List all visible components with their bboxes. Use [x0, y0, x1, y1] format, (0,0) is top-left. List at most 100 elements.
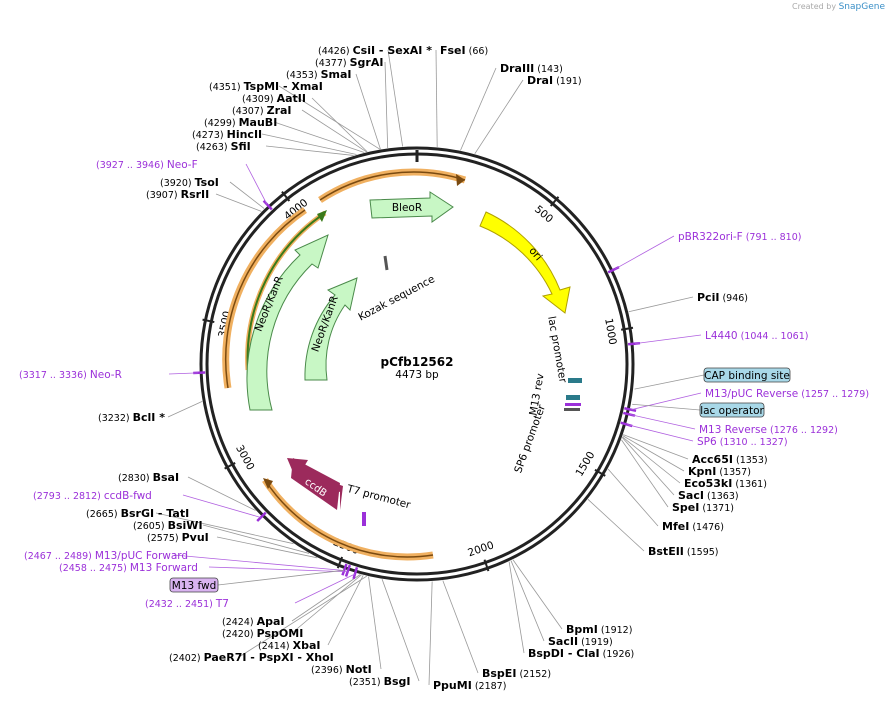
cutter-leader: [621, 439, 669, 508]
backbone-outer: [199, 146, 635, 582]
snapgene-credit: Created by SnapGene: [792, 2, 885, 12]
cutter-label: SacI (1363): [678, 489, 739, 502]
cutter-label: DraI (191): [527, 74, 582, 87]
cutter-leader: [387, 49, 404, 147]
cutter-label: BspEI (2152): [482, 667, 551, 680]
orange-arc-top-core: [319, 171, 466, 201]
orange-arc-left-core: [224, 209, 306, 389]
cutter-leader: [202, 524, 310, 554]
tick-label: 500: [532, 203, 555, 225]
cutter-leader: [460, 67, 497, 151]
cutter-label: PciI (946): [697, 291, 748, 304]
cutter-label: SacII (1919): [548, 635, 613, 648]
primer-label: pBR322ori-F (791 .. 810): [678, 231, 801, 243]
cutter-label: (2396) NotI: [311, 663, 372, 676]
primer-leader: [635, 334, 702, 345]
cutter-leader: [368, 576, 382, 670]
cutter-label: (4426) CsiI - SexAI *: [318, 44, 432, 57]
cutter-leader: [607, 468, 659, 527]
cutter-label: (2402) PaeR7I - PspXI - XhoI: [169, 651, 334, 664]
cutter-label: Eco53kI (1361): [684, 477, 767, 490]
tick-mark: [483, 559, 490, 572]
lac-promoter-label: lac promoter: [545, 315, 569, 384]
plasmid-length: 4473 bp: [395, 369, 439, 381]
primer-leader: [294, 573, 356, 604]
orange-arc-top-head: [456, 174, 465, 186]
neo-line-head: [317, 210, 327, 222]
t7-promoter-label: T7 promoter: [345, 483, 413, 512]
orange-arc-bottom-head: [263, 478, 273, 489]
primer-label: (2467 .. 2489) M13/pUC Forward: [24, 550, 188, 562]
cutter-leader: [587, 499, 645, 552]
kozak-marker: [383, 255, 389, 271]
cutter-label: BspDI - ClaI (1926): [528, 647, 634, 660]
tick-mark: [224, 462, 236, 470]
cutter-label: (2605) BsiWI: [133, 519, 203, 532]
lac-op-block: [566, 395, 580, 400]
cutter-leader: [265, 145, 354, 156]
tick-label: 1000: [602, 317, 618, 345]
cutter-leader: [512, 559, 563, 630]
cutter-label: (4307) ZraI: [232, 104, 292, 117]
boxed-label-bg: [703, 367, 791, 383]
boxed-label: lac operator: [700, 405, 764, 417]
cutter-label: (3907) RsrII: [146, 188, 209, 201]
cutter-label: BstEII (1595): [648, 545, 719, 558]
box-leader: [217, 569, 344, 586]
primer-label: (2793 .. 2812) ccdB-fwd: [33, 490, 152, 502]
cutter-label: FseI (66): [440, 44, 488, 57]
cutter-leader: [628, 296, 694, 313]
label-layer: FseI (66) DraIII (143)DraI (191) PciI (946…: [19, 44, 869, 692]
primer-mark: [341, 563, 348, 576]
cutter-label: SpeI (1371): [672, 501, 734, 514]
cutter-label: (4377) SgrAI: [315, 56, 383, 69]
neo-line: [246, 212, 326, 371]
sp6-block: [564, 408, 580, 411]
cutter-leader: [435, 49, 438, 147]
cutter-leader: [327, 575, 364, 646]
feature-neor-outer: [246, 234, 329, 411]
cutter-label: (4299) MauBI: [204, 116, 277, 129]
cutter-label: DraIII (143): [500, 62, 563, 75]
orange-arc-bottom-core: [264, 479, 434, 558]
primer-label: (3927 .. 3946) Neo-F: [96, 159, 198, 171]
cutter-leader: [261, 133, 357, 155]
primer-leader: [208, 566, 348, 573]
primer-mark: [262, 199, 273, 211]
cutter-leader: [291, 574, 362, 634]
cap-block: [568, 378, 582, 383]
feature-bleor-label: BleoR: [392, 202, 422, 214]
boxed-label: M13 fwd: [172, 580, 217, 592]
cutter-label: (4351) TspMI - XmaI: [209, 80, 323, 93]
m13rev-block: [565, 403, 581, 406]
primer-leader: [245, 163, 268, 205]
cutter-label: (2414) XbaI: [258, 639, 320, 652]
primer-leader: [614, 235, 675, 270]
tick-mark: [336, 556, 344, 569]
cutter-leader: [291, 574, 361, 622]
primer-mark: [256, 511, 267, 522]
leader-lines: [155, 49, 705, 686]
primer-leader: [182, 494, 261, 518]
cutter-label: (2665) BsrGI - TatI: [86, 507, 189, 520]
cutter-leader: [278, 85, 381, 150]
cutter-leader: [381, 579, 420, 682]
primer-mark: [624, 407, 637, 412]
cutter-leader: [216, 536, 318, 559]
primer-label: SP6 (1310 .. 1327): [697, 436, 788, 448]
boxed-label-bg: [699, 402, 765, 418]
cutter-label: (3232) BclI *: [98, 411, 165, 424]
cutter-leader: [301, 109, 367, 153]
cutter-leader: [621, 437, 675, 496]
primer-leader: [627, 424, 694, 442]
cutter-leader: [311, 97, 368, 153]
tick-mark: [594, 468, 606, 477]
primer-mark: [344, 564, 352, 577]
orange-arc-top: [318, 168, 467, 203]
cutter-leader: [229, 181, 265, 209]
cutter-label: (2424) ApaI: [222, 615, 285, 628]
cutter-leader: [155, 512, 294, 545]
primer-label: (2458 .. 2475) M13 Forward: [59, 562, 198, 574]
cutter-leader: [167, 401, 203, 418]
cutter-label: (2420) PspOMI: [222, 627, 303, 640]
